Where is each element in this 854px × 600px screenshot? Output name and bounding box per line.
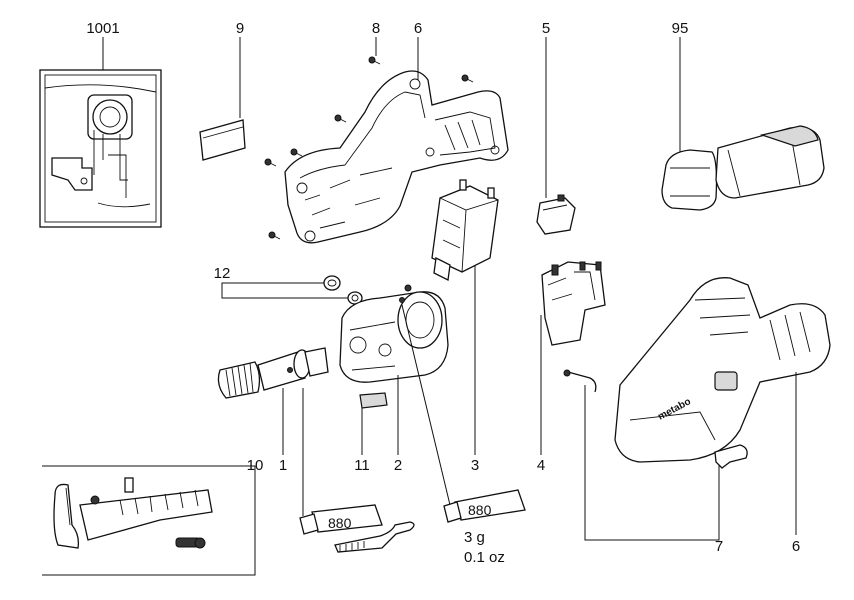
grease-label-left: 880 bbox=[328, 515, 352, 531]
part-3-motor bbox=[431, 179, 499, 281]
part-7-lever bbox=[563, 369, 748, 469]
callout-6-top: 6 bbox=[414, 20, 422, 37]
part-4-switch bbox=[541, 261, 606, 346]
callout-4: 4 bbox=[537, 457, 545, 474]
grease-amount-ounces: 0.1 oz bbox=[464, 549, 505, 566]
callout-5: 5 bbox=[542, 20, 550, 37]
grease-tube-right: 880 bbox=[443, 489, 526, 523]
part-2-gearbox bbox=[339, 284, 449, 383]
part-1-chuck-assembly bbox=[217, 347, 329, 399]
callout-2: 2 bbox=[394, 457, 402, 474]
callout-6-bottom: 6 bbox=[792, 538, 800, 555]
part-5-switch-cover bbox=[536, 194, 576, 235]
callout-1: 1 bbox=[279, 457, 287, 474]
part-95-battery bbox=[661, 125, 825, 211]
grease-amount-grams: 3 g bbox=[464, 529, 485, 546]
part-9-pad bbox=[199, 119, 246, 161]
callout-11: 11 bbox=[354, 457, 370, 474]
part-6-housing-half bbox=[284, 70, 509, 244]
part-11-pad bbox=[359, 392, 388, 409]
callout-10: 10 bbox=[247, 457, 264, 474]
grease-tube-left: 880 bbox=[299, 504, 383, 535]
grease-label-right: 880 bbox=[468, 502, 492, 518]
callout-3: 3 bbox=[471, 457, 479, 474]
part-8-screws bbox=[264, 56, 474, 240]
grease-brush bbox=[334, 521, 415, 553]
part-10-blade-clamp bbox=[53, 477, 213, 549]
part-1001-wiring-box bbox=[39, 69, 162, 228]
part-6-assembled-saw: metabo bbox=[614, 277, 831, 463]
callout-7: 7 bbox=[715, 538, 723, 555]
callout-12: 12 bbox=[214, 265, 231, 282]
part-12-bushings bbox=[323, 275, 363, 305]
callout-95: 95 bbox=[672, 20, 689, 37]
callout-1001: 1001 bbox=[86, 20, 119, 37]
callout-8: 8 bbox=[372, 20, 380, 37]
callout-9: 9 bbox=[236, 20, 244, 37]
